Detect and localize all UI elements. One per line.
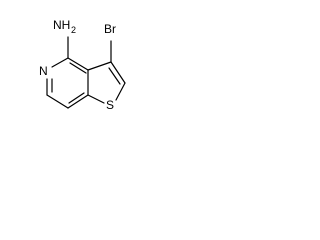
bond-c3a-c3 (87, 61, 112, 71)
bond-c7a-c7-double (68, 92, 85, 104)
sulfur-label: S (106, 98, 114, 112)
bond-c3-c2 (110, 61, 126, 84)
bond-s1-c7a (87, 94, 105, 104)
amine-subscript: 2 (71, 25, 76, 35)
pyridine-ring (46, 57, 89, 109)
ring-nitrogen-label: N (39, 64, 48, 78)
bond-c4-c3a-double (69, 62, 87, 74)
thiophene-ring (87, 61, 126, 104)
bond-c4-c3a (67, 57, 89, 71)
amine-label: NH (53, 18, 70, 32)
bond-c2-s1 (115, 82, 126, 101)
bond-n5-c4 (51, 57, 69, 68)
bond-c7a-c7 (67, 94, 89, 109)
bond-c3-c2-double (108, 67, 121, 85)
bromine-label: Br (104, 22, 116, 36)
bond-c7-c6 (46, 94, 69, 109)
molecule-structure: NH 2 Br N S (39, 18, 126, 112)
